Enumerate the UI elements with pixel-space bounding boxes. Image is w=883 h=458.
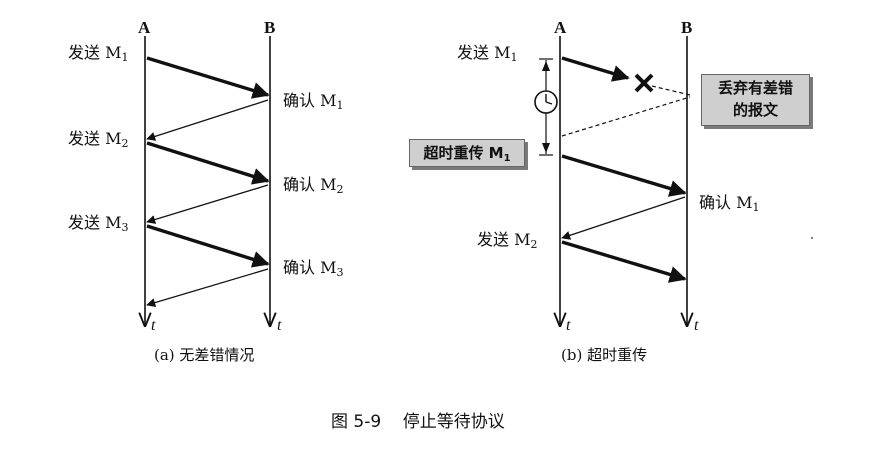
a-send-m2-label: 发送 M2 [68, 129, 129, 151]
a-frame-arrow-m1 [146, 56, 270, 99]
a-caption: (a) 无差错情况 [154, 346, 255, 364]
b-send-m1-label: 发送 M1 [457, 43, 518, 65]
a-ack-arrow-m3 [146, 268, 269, 308]
timeout-retransmit-box: 超时重传 M1 [409, 139, 525, 167]
b-time-label-b: t [694, 317, 699, 334]
b-ack-m1-label: 确认 M1 [699, 193, 760, 215]
b-frame-arrow-m1-lost [561, 56, 630, 82]
error-cross-icon [634, 73, 654, 93]
a-ack-m3-label: 确认 M3 [283, 258, 344, 280]
b-frame-arrow-m2 [561, 240, 687, 283]
a-node-a-label: A [138, 18, 151, 37]
discard-erroneous-frame-box: 丢弃有差错 的报文 [701, 74, 810, 126]
a-ack-arrow-m1 [146, 99, 269, 141]
a-frame-arrow-m3 [146, 224, 270, 268]
a-send-m1-label: 发送 M1 [68, 43, 129, 65]
b-lost-frame-dashed [651, 85, 691, 96]
b-node-b-label: B [681, 18, 693, 37]
a-ack-m2-label: 确认 M2 [283, 175, 344, 197]
a-frame-arrow-m2 [146, 141, 270, 185]
b-caption: (b) 超时重传 [561, 346, 648, 364]
clock-icon [534, 90, 558, 114]
b-ack-arrow-m1 [561, 196, 686, 240]
figure-caption: 图 5-9 停止等待协议 [331, 412, 505, 432]
b-send-m2-label: 发送 M2 [477, 230, 538, 252]
stray-dot [811, 237, 813, 239]
b-frame-arrow-m1-retransmit [561, 154, 687, 197]
a-send-m3-label: 发送 M3 [68, 213, 129, 235]
b-timeout-dashed [561, 96, 691, 137]
a-ack-m1-label: 确认 M1 [283, 91, 344, 113]
b-time-label-a: t [566, 317, 571, 334]
timeout-bracket-up-arrow [542, 61, 550, 71]
a-ack-arrow-m2 [146, 184, 269, 224]
timeout-bracket-down-arrow [542, 143, 550, 153]
a-time-label-a: t [151, 317, 156, 334]
a-time-label-b: t [277, 317, 282, 334]
a-node-b-label: B [264, 18, 276, 37]
b-node-a-label: A [554, 18, 567, 37]
